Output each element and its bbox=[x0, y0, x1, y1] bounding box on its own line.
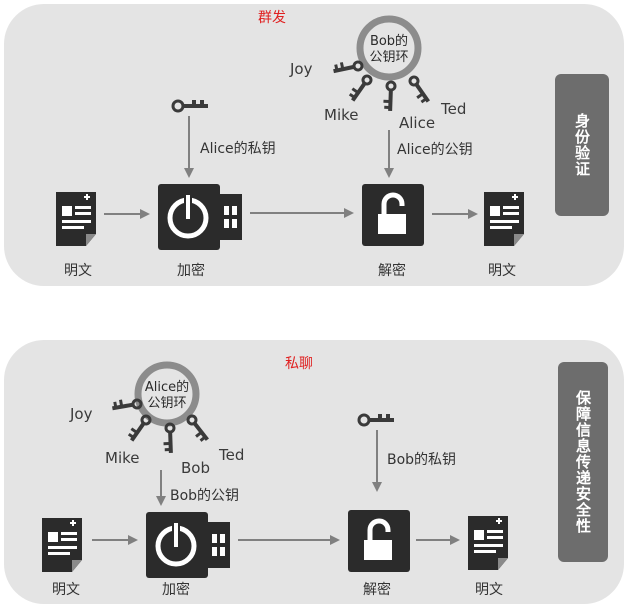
encrypt-usb-icon bbox=[158, 184, 242, 250]
keyring-icon bbox=[134, 361, 200, 427]
decrypt-lock-icon bbox=[362, 184, 424, 246]
bottom-title: 私聊 bbox=[285, 356, 313, 372]
plaintext-document-icon bbox=[483, 191, 525, 247]
keyring-name-ted: Ted bbox=[441, 100, 467, 118]
bob-private-key-label: Bob的私钥 bbox=[387, 452, 457, 468]
keyring-icon bbox=[356, 15, 422, 81]
keyring-name-bob: Bob bbox=[181, 459, 210, 477]
key-icon bbox=[345, 71, 375, 105]
encrypt-label: 加密 bbox=[162, 582, 190, 598]
alice-public-key-label: Alice的公钥 bbox=[397, 142, 473, 158]
decrypt-label: 解密 bbox=[378, 263, 406, 279]
decrypt-label: 解密 bbox=[363, 582, 391, 598]
keyring-name-mike: Mike bbox=[324, 106, 359, 124]
key-icon bbox=[381, 80, 397, 113]
decrypt-lock-icon bbox=[348, 510, 410, 572]
keyring-name-ted: Ted bbox=[219, 446, 245, 464]
bottom-side-label: 保障信息传递安全性 bbox=[558, 362, 608, 562]
bottom-keyring-label: Alice的 公钥环 bbox=[144, 380, 190, 411]
plaintext-document-icon bbox=[41, 517, 83, 573]
keyring-name-alice: Alice bbox=[399, 114, 436, 132]
plaintext-in-label: 明文 bbox=[64, 263, 92, 279]
alice-private-key-label: Alice的私钥 bbox=[200, 141, 276, 157]
plaintext-document-icon bbox=[467, 515, 509, 571]
key-icon bbox=[124, 411, 154, 445]
bob-private-key-icon bbox=[357, 412, 396, 427]
plaintext-out-label: 明文 bbox=[475, 582, 503, 598]
top-keyring-label: Bob的 公钥环 bbox=[369, 34, 409, 65]
key-icon bbox=[161, 422, 177, 455]
keyring-name-joy: Joy bbox=[290, 60, 313, 78]
alice-private-key-icon bbox=[171, 98, 210, 113]
top-title: 群发 bbox=[258, 10, 286, 26]
key-icon bbox=[182, 412, 213, 446]
plaintext-in-label: 明文 bbox=[52, 582, 80, 598]
plaintext-document-icon bbox=[55, 191, 97, 247]
encrypt-usb-icon bbox=[146, 512, 230, 578]
top-side-label: 身份验证 bbox=[555, 74, 609, 216]
bob-public-key-label: Bob的公钥 bbox=[170, 488, 240, 504]
encrypt-label: 加密 bbox=[177, 263, 205, 279]
bottom-panel bbox=[4, 340, 624, 604]
keyring-name-joy: Joy bbox=[70, 405, 93, 423]
plaintext-out-label: 明文 bbox=[488, 263, 516, 279]
key-icon bbox=[404, 73, 434, 107]
keyring-name-mike: Mike bbox=[105, 449, 140, 467]
top-panel bbox=[4, 4, 624, 286]
